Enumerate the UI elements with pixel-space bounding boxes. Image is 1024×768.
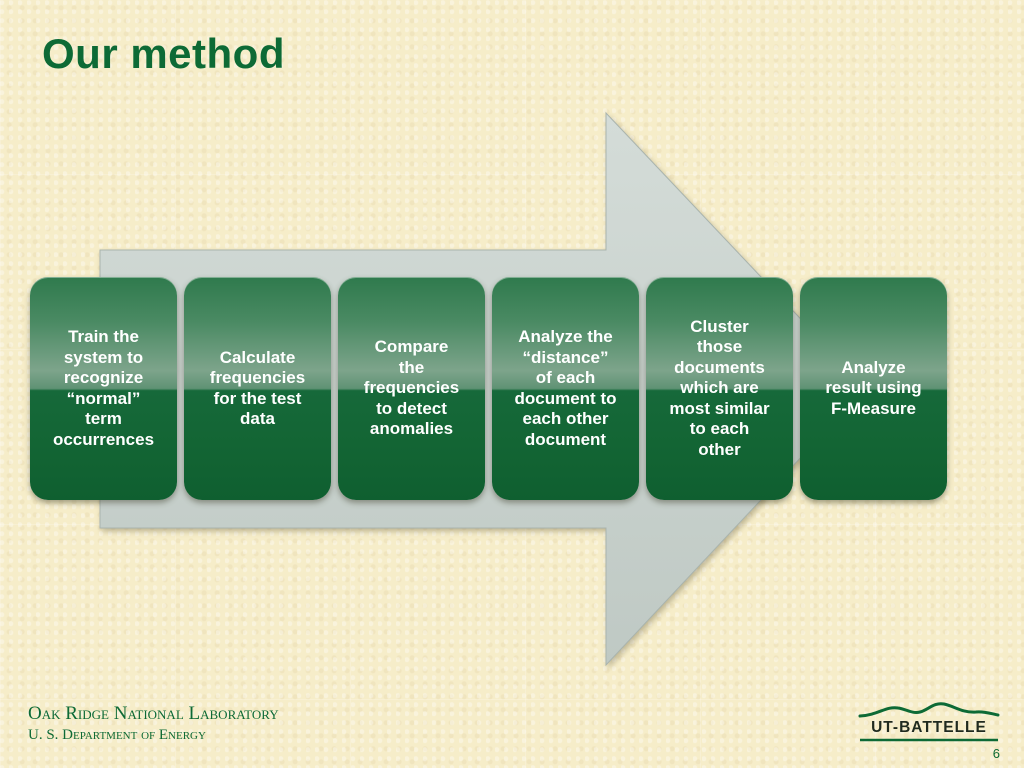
step-box-3: Compare the frequencies to detect anomal…: [338, 277, 485, 500]
footer-lab-name: Oak Ridge National Laboratory: [28, 703, 279, 724]
step-box-5: Cluster those documents which are most s…: [646, 277, 793, 500]
step-text-2: Calculate frequencies for the test data: [209, 347, 306, 429]
step-box-2: Calculate frequencies for the test data: [184, 277, 331, 500]
step-text-5: Cluster those documents which are most s…: [669, 316, 770, 459]
ut-battelle-logo: [858, 702, 1000, 742]
logo-text: UT-BATTELLE: [871, 719, 987, 736]
page-number: 6: [992, 746, 1000, 761]
step-text-4: Analyze the “distance” of each document …: [514, 327, 617, 449]
step-box-4: Analyze the “distance” of each document …: [492, 277, 639, 500]
step-box-1: Train the system to recognize “normal” t…: [30, 277, 177, 500]
step-text-1: Train the system to recognize “normal” t…: [52, 327, 155, 449]
slide-title: Our method: [42, 30, 285, 77]
step-text-3: Compare the frequencies to detect anomal…: [363, 337, 460, 439]
step-box-6: Analyze result using F-Measure: [800, 277, 947, 500]
steps-row: Train the system to recognize “normal” t…: [30, 277, 947, 500]
step-text-6: Analyze result using F-Measure: [825, 357, 922, 418]
footer-doe-name: U. S. Department of Energy: [28, 727, 206, 743]
